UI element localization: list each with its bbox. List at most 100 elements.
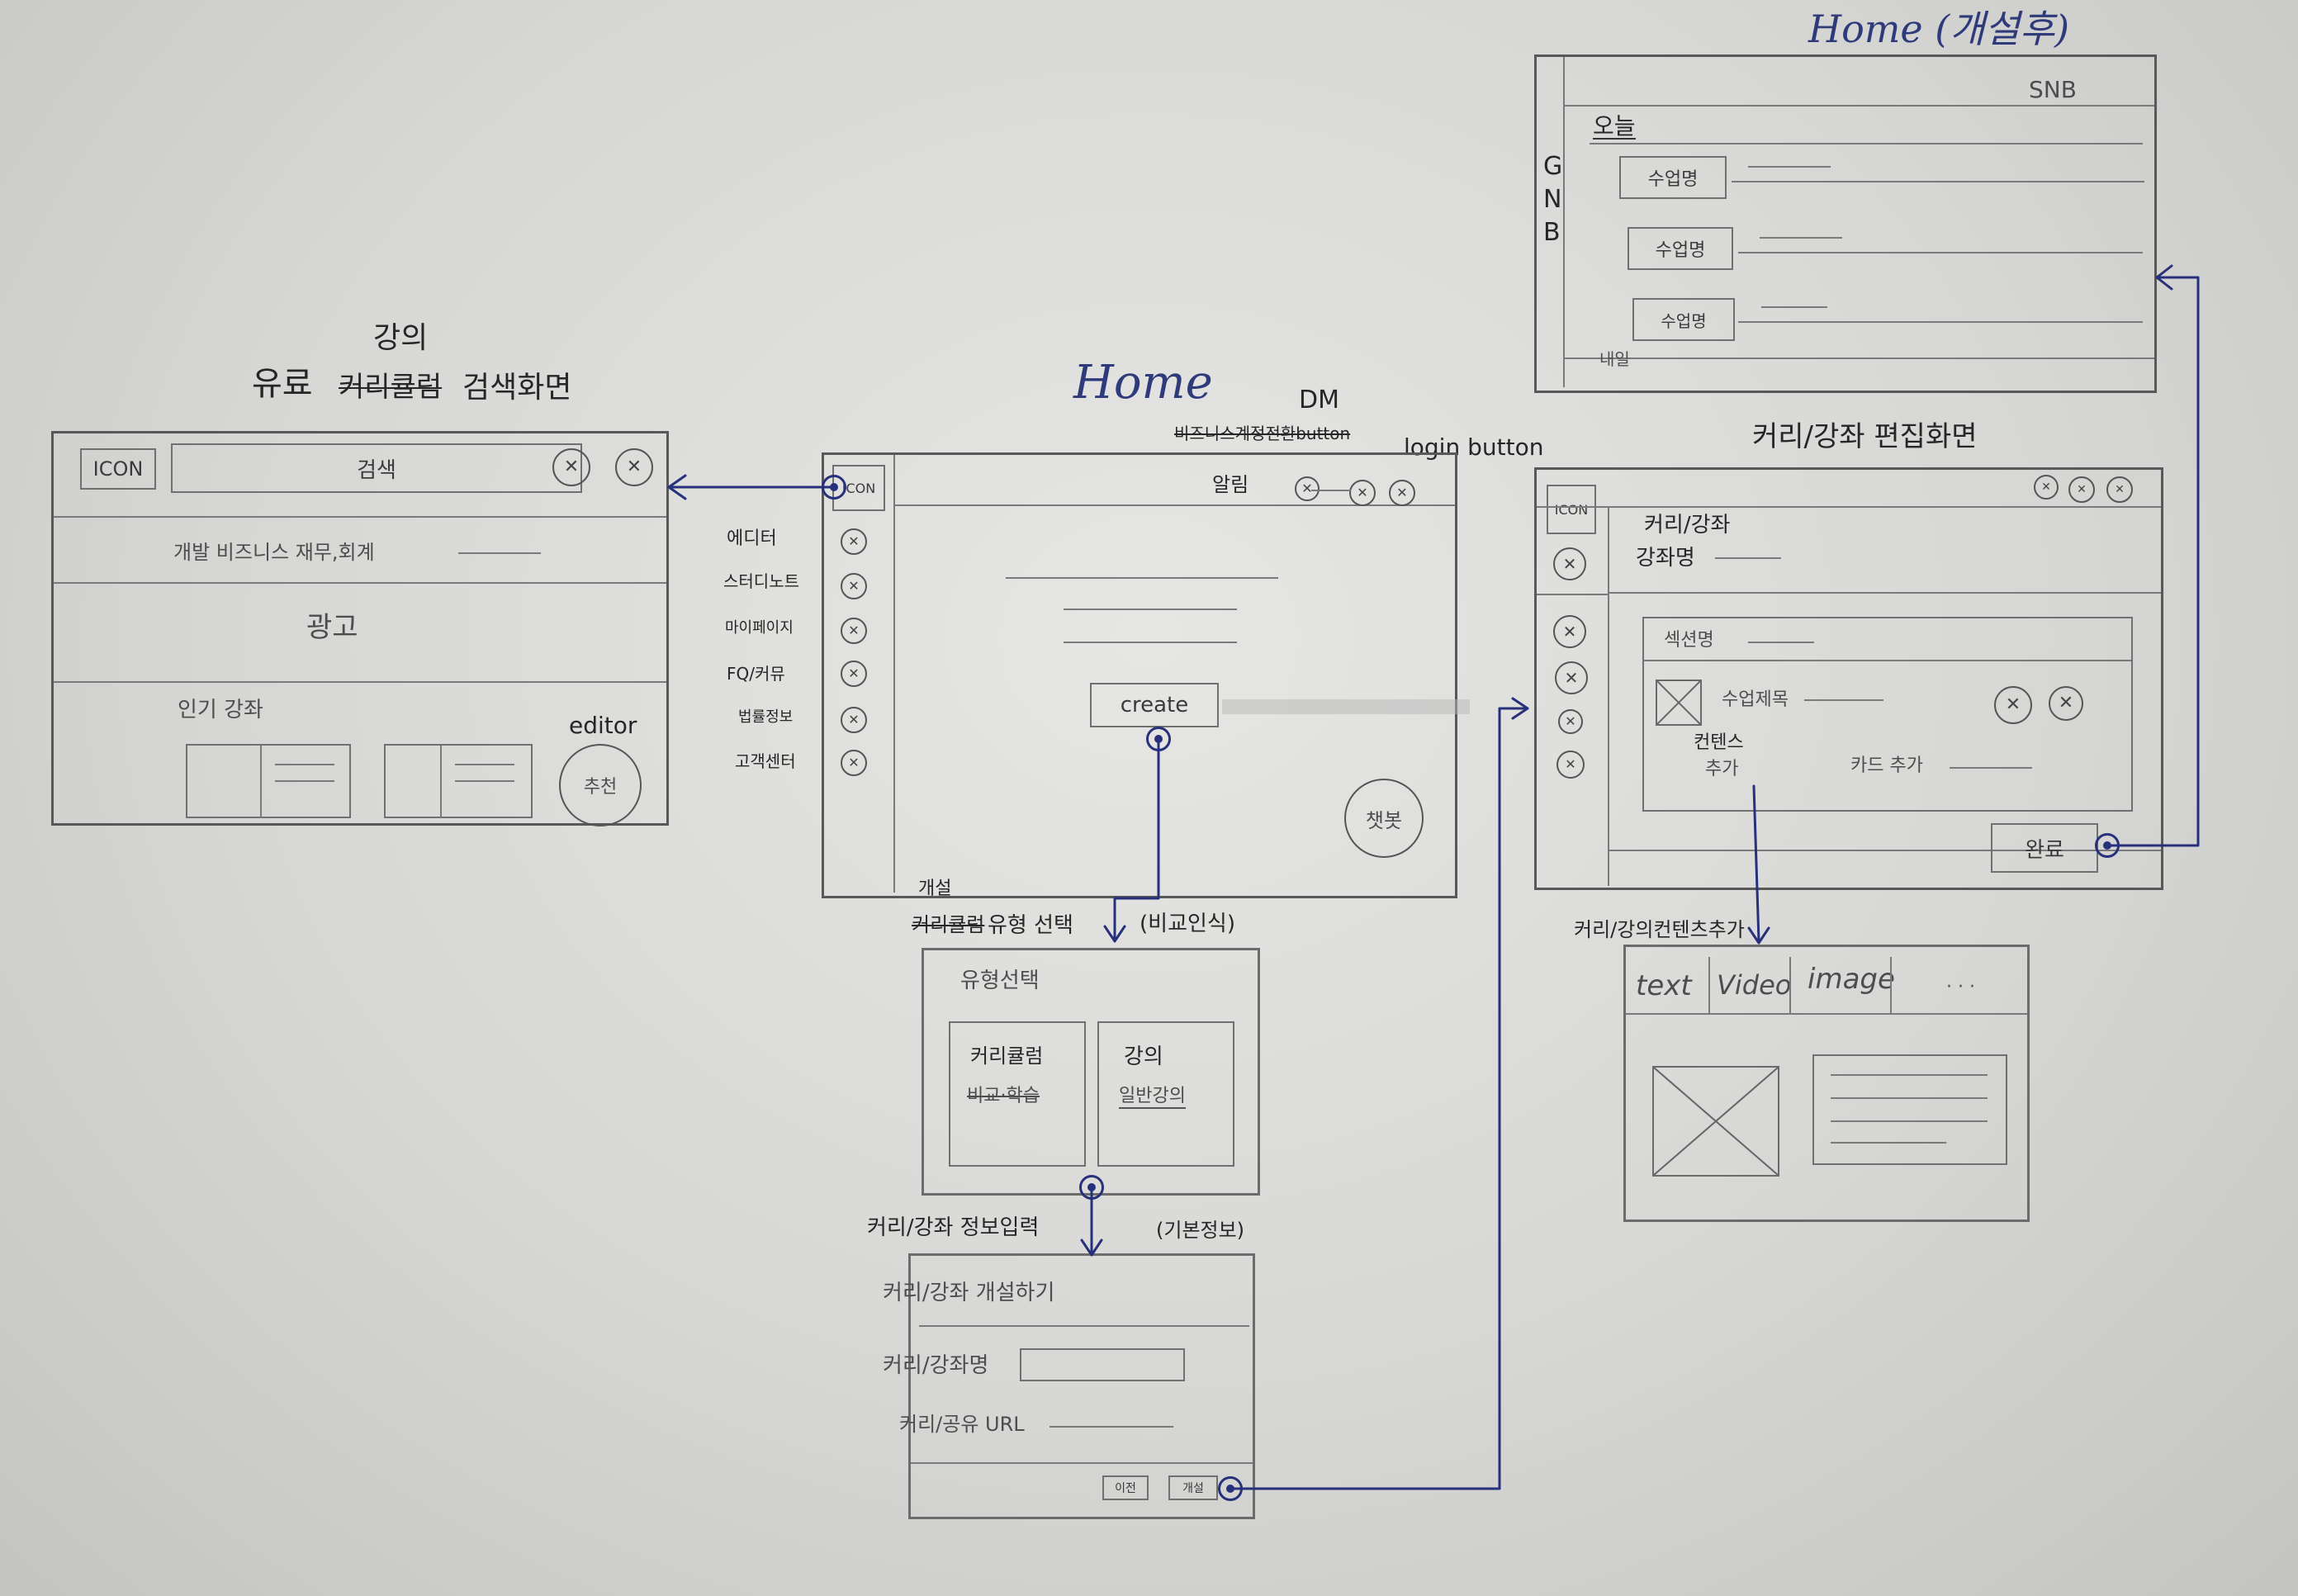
sidebar-icon[interactable]: ✕	[1558, 709, 1583, 734]
type-caption-prefix: 개설	[918, 879, 952, 899]
info-row-url: 커리/공유 URL	[899, 1413, 1025, 1436]
sidebar-icon[interactable]: ✕	[1553, 547, 1586, 580]
type-caption-struck: 커리큘럼	[912, 913, 985, 936]
open-button[interactable]: 개설	[1168, 1475, 1218, 1500]
category-tabs[interactable]: 개발 비즈니스 재무,회계	[173, 541, 375, 564]
course-card[interactable]	[384, 744, 533, 818]
section-card[interactable]: 섹션명 수업제목 ✕ ✕ 컨텐스 추가 카드 추가	[1642, 617, 2133, 812]
connector-line	[1311, 490, 1351, 491]
option1-sub: 비교·학습	[967, 1086, 1040, 1106]
tab-image[interactable]: image	[1808, 963, 1895, 996]
lesson-line	[1732, 181, 2144, 182]
lesson-action-icon[interactable]: ✕	[2049, 686, 2083, 721]
content-add-frame: text Video image · · ·	[1623, 945, 2030, 1222]
header-divider	[893, 504, 1455, 506]
sidebar-item-community[interactable]: FQ/커뮤	[727, 664, 785, 684]
info-row-create: 커리/강좌 개설하기	[883, 1281, 1055, 1305]
lesson-image-icon	[1656, 680, 1702, 726]
home-title: Home	[1073, 356, 1213, 410]
chatbot-button[interactable]: 챗봇	[1344, 779, 1424, 858]
close-icon[interactable]: ✕	[552, 448, 590, 486]
lesson-line	[1761, 306, 1827, 308]
divider	[1563, 105, 2154, 107]
tab-more[interactable]: · · ·	[1946, 977, 1975, 997]
sidebar-icon[interactable]: ✕	[1556, 751, 1585, 779]
search-input[interactable]: 검색	[171, 443, 582, 493]
divider	[1644, 660, 2131, 661]
support-icon[interactable]: ✕	[841, 750, 867, 776]
course-card[interactable]	[186, 744, 351, 818]
business-switch-struck: 비즈니스계정전환button	[1174, 424, 1351, 443]
logo-icon[interactable]: ICON	[1547, 485, 1596, 534]
lesson-line	[1748, 166, 1831, 168]
type-note: (비교인식)	[1140, 912, 1235, 936]
legal-icon[interactable]: ✕	[841, 707, 867, 733]
title-search-screen: 검색화면	[462, 371, 572, 405]
gnb-g: G	[1543, 152, 1563, 181]
lesson-line	[1760, 237, 1842, 239]
title-paid: 유료	[252, 365, 313, 403]
mypage-icon[interactable]: ✕	[841, 618, 867, 644]
url-input[interactable]	[1049, 1426, 1173, 1428]
add-content-button[interactable]: 추가	[1705, 759, 1739, 779]
flow-node	[2095, 833, 2120, 858]
option-curriculum[interactable]: 커리큘럼 비교·학습	[949, 1021, 1086, 1167]
snb-label: SNB	[2029, 76, 2077, 103]
notice-label: 알림	[1212, 473, 1249, 496]
sidebar-item-mypage[interactable]: 마이페이지	[725, 619, 794, 637]
lesson-action-icon[interactable]: ✕	[1994, 686, 2032, 724]
sidebar-divider	[893, 455, 895, 893]
studynote-icon[interactable]: ✕	[841, 573, 867, 599]
course-name-input[interactable]	[1020, 1348, 1185, 1381]
option1-title: 커리큘럼	[970, 1044, 1044, 1068]
sidebar-icon[interactable]: ✕	[1555, 661, 1588, 694]
close-icon[interactable]: ✕	[615, 448, 653, 486]
info-input-frame: 커리/강좌 개설하기 커리/강좌명 커리/공유 URL 이전 개설	[883, 1253, 1255, 1519]
content-label: 컨텐스	[1694, 732, 1744, 753]
prev-button[interactable]: 이전	[1102, 1475, 1149, 1500]
option-lecture[interactable]: 강의 일반강의	[1097, 1021, 1234, 1167]
lesson-line	[1738, 252, 2143, 253]
type-select-frame: 유형선택 커리큘럼 비교·학습 강의 일반강의	[922, 948, 1260, 1196]
type-caption: 유형 선택	[988, 913, 1073, 938]
toolbar-icon[interactable]: ✕	[2106, 476, 2133, 503]
divider	[1608, 850, 2161, 851]
tab-text[interactable]: text	[1636, 969, 1692, 1002]
category-line	[458, 552, 541, 554]
notification-icon[interactable]: ✕	[1295, 476, 1320, 501]
complete-button[interactable]: 완료	[1991, 823, 2098, 873]
flow-node	[1218, 1476, 1243, 1501]
heading-line	[1715, 557, 1781, 559]
lesson-item[interactable]: 수업명	[1619, 156, 1727, 199]
sidebar-item-legal[interactable]: 법률정보	[738, 708, 794, 726]
option2-sub: 일반강의	[1119, 1087, 1186, 1109]
content-line	[1064, 609, 1237, 610]
editor-badge[interactable]: 추천	[559, 744, 642, 826]
lesson-item[interactable]: 수업명	[1632, 298, 1735, 341]
divider	[54, 516, 666, 518]
section-name: 섹션명	[1664, 630, 1714, 651]
tab-video[interactable]: Video	[1717, 969, 1792, 1001]
toolbar-icon[interactable]: ✕	[2068, 476, 2095, 503]
logo-icon: ICON	[80, 448, 156, 490]
today-label: 오늘	[1593, 112, 1636, 140]
login-icon[interactable]: ✕	[1389, 480, 1415, 506]
sidebar-icon[interactable]: ✕	[1553, 615, 1586, 648]
sidebar-item-editor[interactable]: 에디터	[727, 528, 777, 549]
create-button[interactable]: create	[1090, 683, 1219, 727]
sidebar-item-support[interactable]: 고객센터	[735, 751, 796, 771]
lesson-item[interactable]: 수업명	[1628, 227, 1733, 270]
dm-icon[interactable]: ✕	[1349, 480, 1376, 506]
flow-node	[1079, 1175, 1104, 1200]
toolbar-icon[interactable]: ✕	[2034, 475, 2059, 500]
editor-label: editor	[569, 712, 637, 739]
title-struck: 커리큘럼	[339, 371, 443, 404]
content-line	[1064, 642, 1237, 643]
heading-curri: 커리/강좌	[1644, 513, 1731, 538]
sidebar-item-studynote[interactable]: 스터디노트	[723, 571, 799, 591]
add-card-button[interactable]: 카드 추가	[1850, 755, 1923, 776]
gnb-n: N	[1543, 185, 1562, 214]
divider	[1563, 358, 2154, 359]
community-icon[interactable]: ✕	[841, 661, 867, 687]
editor-icon[interactable]: ✕	[841, 528, 867, 555]
